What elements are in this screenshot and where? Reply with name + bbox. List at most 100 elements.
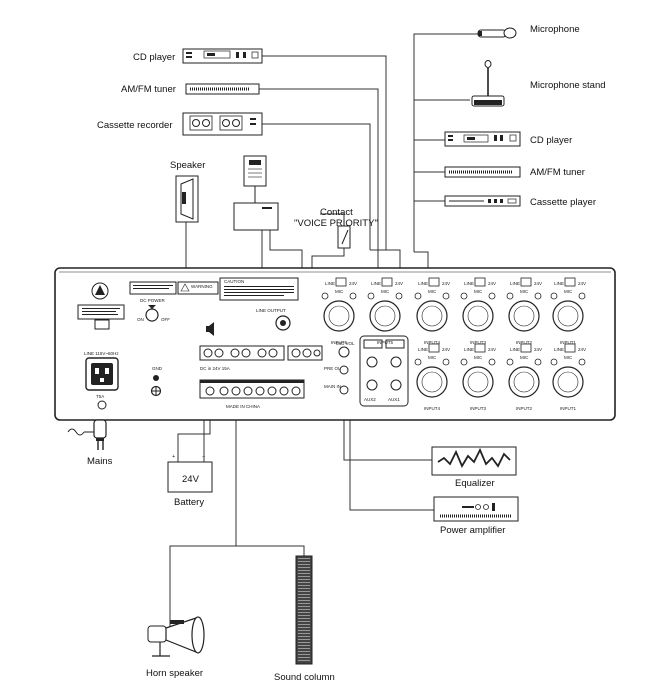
line-mic-switch[interactable] [428, 343, 440, 353]
input-label: INPUT4 [424, 406, 441, 411]
microphone-label: Microphone [530, 24, 580, 35]
input-connector-6[interactable] [552, 300, 584, 332]
line-label: LINE [510, 347, 520, 352]
screw-hole [534, 292, 542, 300]
input-connector-2[interactable] [369, 300, 401, 332]
warning-text: WARNING [191, 284, 213, 289]
input-label: INPUT5 [377, 340, 394, 345]
screw-hole [534, 358, 542, 366]
input-connector-ring [467, 371, 489, 393]
aux-jack-4[interactable] [390, 379, 402, 391]
cd-player-left-device [182, 48, 263, 64]
amfm-tuner-right-device [444, 166, 521, 178]
screw-hole [442, 292, 450, 300]
input-connector-ring [328, 305, 350, 327]
line-mic-switch[interactable] [564, 277, 576, 287]
voice-priority-contact [337, 225, 351, 249]
priority-terminal-strip[interactable] [287, 345, 323, 361]
amfm-tuner-left-label: AM/FM tuner [121, 84, 176, 95]
line-label: LINE [464, 281, 474, 286]
speaker-label: Speaker [170, 160, 205, 171]
line-mic-switch[interactable] [520, 277, 532, 287]
aux-jack-2[interactable] [390, 356, 402, 368]
line-label: LINE [554, 347, 564, 352]
line-mic-switch[interactable] [564, 343, 576, 353]
screw-hole [550, 358, 558, 366]
cassette-recorder-device [182, 112, 263, 136]
aux1-label: AUX1 [388, 397, 400, 402]
mic-vol-label: MIC VOL [336, 341, 355, 346]
cassette-recorder-label: Cassette recorder [97, 120, 173, 131]
v24-label: 24V [442, 281, 450, 286]
equalizer-device [431, 446, 517, 476]
input-connector-10[interactable] [462, 366, 494, 398]
line-mic-switch[interactable] [381, 277, 393, 287]
input-connector-11[interactable] [508, 366, 540, 398]
made-in-label: MADE IN CHINA [226, 404, 260, 409]
aux-jack-3[interactable] [366, 379, 378, 391]
input-label: INPUT3 [470, 406, 487, 411]
screw-hole [460, 358, 468, 366]
battery-voltage-label: 24V [182, 474, 200, 485]
v24-label: 24V [488, 347, 496, 352]
mic-label: MIC [428, 289, 437, 294]
caution-text: CAUTION [224, 279, 244, 284]
line-output-label: LINE OUTPUT [256, 308, 286, 313]
gnd-terminal[interactable] [153, 375, 159, 381]
screw-hole [414, 358, 422, 366]
lower-terminal-strip[interactable] [199, 379, 305, 399]
pre-out-label: PRE OUT [324, 366, 344, 371]
screw-hole [414, 292, 422, 300]
aux-jack-1[interactable] [366, 356, 378, 368]
line-label: LINE [464, 347, 474, 352]
input-connector-3[interactable] [416, 300, 448, 332]
dc-power-switch[interactable] [145, 308, 159, 322]
cd-player-right-label: CD player [530, 135, 572, 146]
sound-column-label: Sound column [274, 672, 335, 683]
pre-out-jack[interactable] [339, 365, 349, 375]
mic-label: MIC [474, 289, 483, 294]
mic-vol-knob[interactable] [338, 346, 350, 358]
screw-hole [395, 292, 403, 300]
fuse-holder[interactable] [97, 400, 107, 410]
amplifier-rear-panel: WARNING CAUTION DC POWER ON OFF LINE 115… [54, 267, 616, 421]
speaker-device [175, 175, 199, 223]
line-label: LINE [418, 281, 428, 286]
input-connector-ring [374, 305, 396, 327]
microphone-device [477, 27, 517, 39]
input-connector-9[interactable] [416, 366, 448, 398]
line-mic-switch[interactable] [520, 343, 532, 353]
line-label: LINE [371, 281, 381, 286]
battery-device: + − [167, 454, 213, 493]
line-mic-switch[interactable] [474, 343, 486, 353]
v24-label: 24V [534, 347, 542, 352]
line-label: LINE [554, 281, 564, 286]
input-connector-12[interactable] [552, 366, 584, 398]
screw-hole [349, 292, 357, 300]
input-label: INPUT1 [560, 406, 577, 411]
mic-label: MIC [335, 289, 344, 294]
screw-hole [578, 292, 586, 300]
upper-terminal-strip[interactable] [199, 345, 285, 361]
input-connector-4[interactable] [462, 300, 494, 332]
screw-hole [550, 292, 558, 300]
screw-hole [488, 292, 496, 300]
v24-label: 24V [395, 281, 403, 286]
input-label: INPUT6 [331, 340, 348, 345]
input-connector-5[interactable] [508, 300, 540, 332]
input-connector-1[interactable] [323, 300, 355, 332]
line-mic-switch[interactable] [335, 277, 347, 287]
input-connector-ring [421, 305, 443, 327]
main-in-jack[interactable] [339, 385, 349, 395]
v24-label: 24V [578, 347, 586, 352]
main-in-label: MAIN IN [324, 384, 341, 389]
power-amplifier-label: Power amplifier [440, 525, 505, 536]
line-mic-switch[interactable] [428, 277, 440, 287]
input-label: INPUT3 [470, 340, 487, 345]
input-label: INPUT4 [424, 340, 441, 345]
mic-label: MIC [381, 289, 390, 294]
line-mic-switch[interactable] [474, 277, 486, 287]
input-connector-ring [513, 305, 535, 327]
v24-label: 24V [578, 281, 586, 286]
mic-label: MIC [428, 355, 437, 360]
